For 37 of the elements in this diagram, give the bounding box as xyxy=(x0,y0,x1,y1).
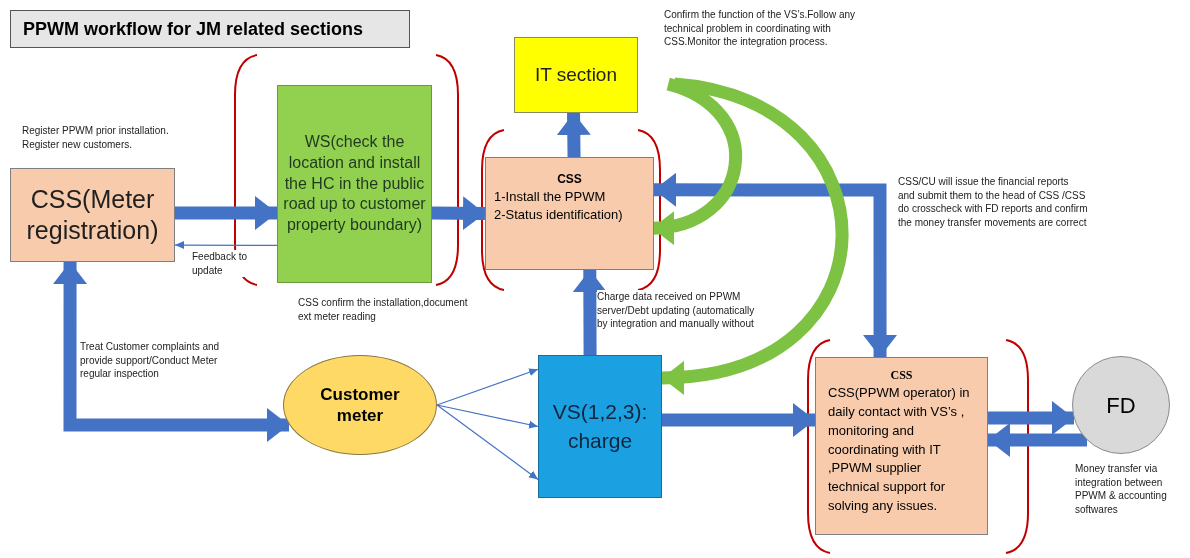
box-text: VS(1,2,3): charge xyxy=(551,398,649,454)
process-box xyxy=(277,85,432,283)
note-text: Register PPWM prior installation. Register new customers. xyxy=(22,124,170,151)
process-box xyxy=(538,355,662,498)
arrow xyxy=(436,404,539,429)
arrow xyxy=(556,112,591,158)
box-text: Confirm the function of the VS’s.Follow any technical problem in coordinating with CSS.Monitor the integration process. xyxy=(664,8,857,49)
arrow xyxy=(988,401,1074,436)
arrow xyxy=(661,77,849,393)
title-box: PPWM workflow for JM related sections xyxy=(10,10,410,48)
box-heading: CSS xyxy=(889,367,914,384)
box-text: CSS(Meter registration) xyxy=(25,183,160,246)
box-text: IT section xyxy=(535,62,617,87)
process-box xyxy=(10,168,175,262)
box-text: 1-Install the PPWM xyxy=(494,188,607,206)
arrow xyxy=(436,368,539,406)
box-text: Customer meter xyxy=(319,383,401,427)
arrow xyxy=(436,404,539,480)
note-text: CSS confirm the installation,document ext meter reading xyxy=(298,296,468,323)
process-box xyxy=(514,37,638,113)
process-box xyxy=(485,157,654,270)
arrow xyxy=(174,241,278,250)
arrow xyxy=(654,172,898,357)
box-text: CSS(PPWM operator) in daily contact with VS’s , monitoring and coordinating with IT ,PPWM supplier technical support for solving any issues. xyxy=(828,384,971,516)
box-text: 2-Status identification) xyxy=(494,205,624,224)
arrow xyxy=(431,196,486,231)
process-box xyxy=(815,357,988,535)
edge-label: CSS/CU will issue the financial reports and submit them to the head of CSS /CSS do crosscheck with FD reports and confirm the money transfer movements are correct xyxy=(898,175,1088,229)
arrow xyxy=(572,269,607,356)
box-text: FD xyxy=(1106,391,1136,420)
arrow xyxy=(174,195,277,230)
arrow xyxy=(53,262,289,442)
note-text: Money transfer via integration between PPWM & accounting softwares xyxy=(1075,462,1168,516)
arrow xyxy=(988,422,1088,457)
box-text: WS(check the location and install the HC in the public road up to customer property boundary) xyxy=(282,132,427,236)
box-heading: CSS xyxy=(556,171,583,188)
arrow xyxy=(661,403,815,437)
